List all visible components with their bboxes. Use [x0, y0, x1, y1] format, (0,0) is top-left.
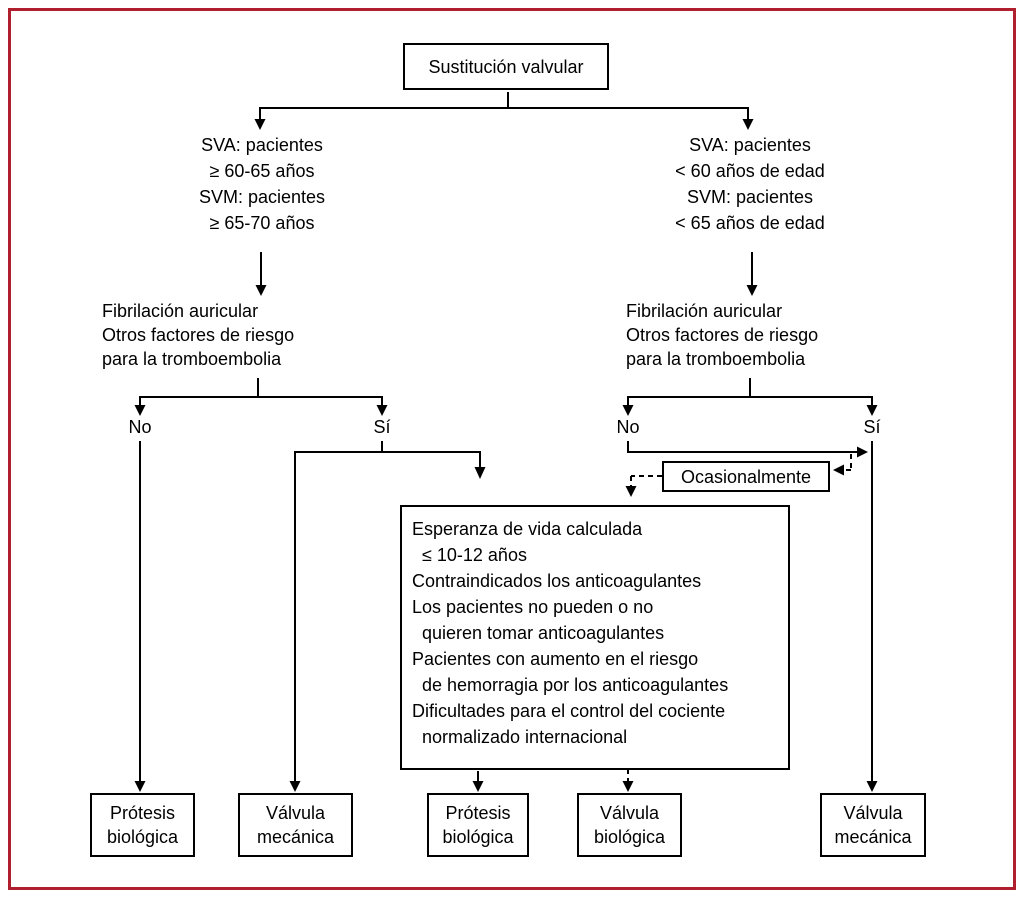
edge-right-risk-split: [622, 378, 878, 416]
edge-left-no-to-outcome: [134, 441, 146, 792]
node-outcome-protesis-biologica-center: Prótesis biológica: [427, 793, 529, 857]
node-considerations: Esperanza de vida calculada ≤ 10-12 años…: [400, 505, 790, 770]
edge-left-yes-split: [289, 441, 486, 792]
right-no-label: No: [616, 417, 640, 437]
left-yes-label: Sí: [373, 417, 391, 437]
left-risk-factors: Fibrilación auricular Otros factores de …: [102, 301, 295, 369]
left-age-criteria: SVA: pacientes ≥ 60-65 años SVM: pacient…: [198, 135, 326, 233]
edge-occasionally-in: [833, 454, 852, 476]
right-risk-factors: Fibrilación auricular Otros factores de …: [626, 301, 819, 369]
left-no-label: No: [128, 417, 152, 437]
node-outcome-valvula-biologica: Válvula biológica: [577, 793, 682, 857]
edge-root-split: [254, 92, 754, 130]
node-occasionally: Ocasionalmente: [662, 461, 830, 492]
edge-occasionally-out: [625, 475, 662, 497]
node-outcome-protesis-biologica-left: Prótesis biológica: [90, 793, 195, 857]
edge-considerations-main: [472, 771, 484, 792]
edge-left-risk-split: [134, 378, 388, 416]
edge-right-criteria-to-risk: [746, 252, 758, 296]
node-root: Sustitución valvular: [403, 43, 609, 90]
right-yes-label: Sí: [863, 417, 881, 437]
figure-border: [8, 8, 1016, 890]
edge-right-yes-to-outcome: [866, 441, 878, 792]
edge-right-no-merge: [627, 441, 868, 458]
node-outcome-valvula-mecanica-right: Válvula mecánica: [820, 793, 926, 857]
edge-considerations-alt: [622, 769, 634, 792]
edge-left-criteria-to-risk: [255, 252, 267, 296]
right-age-criteria: SVA: pacientes < 60 años de edad SVM: pa…: [675, 135, 825, 233]
node-outcome-valvula-mecanica-left: Válvula mecánica: [238, 793, 353, 857]
